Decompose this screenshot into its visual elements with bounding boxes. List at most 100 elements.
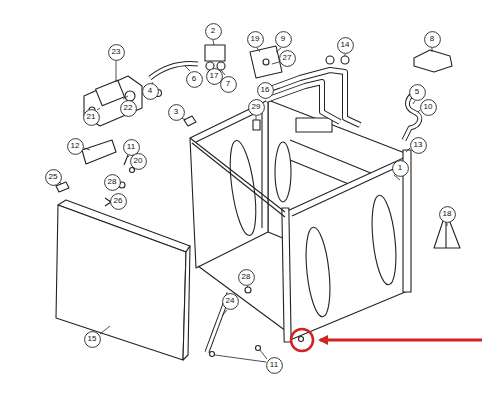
fill-hose [262,70,360,125]
callout-bubble: 13 [410,137,427,154]
floor-rod [198,266,290,334]
callout-number: 5 [415,88,419,96]
callout-circle [45,169,61,185]
front-panel [56,205,186,360]
callout-number: 19 [251,35,260,43]
callout-number: 13 [414,141,423,149]
leader-lines [60,40,447,362]
callout-circle [220,76,236,92]
side-slot [368,194,399,286]
pump-motor [96,80,125,106]
callout-circle [257,82,273,98]
callout-bubble: 20 [130,153,147,170]
callout-bubble: 3 [168,104,185,121]
corner-post [282,208,291,342]
screw [299,337,304,342]
callout-number: 12 [71,142,80,150]
callout-number: 29 [252,103,261,111]
callout-number: 23 [112,48,121,56]
callout-bubble: 4 [142,83,159,100]
callout-number: 1 [398,164,402,172]
callout-number: 24 [226,297,235,305]
callout-bubble: 6 [186,71,203,88]
callout-circle [248,99,264,115]
callout-bubble: 29 [248,99,265,116]
pump-port [125,91,135,101]
callout-bubble: 10 [420,99,437,116]
callout-number: 22 [124,104,133,112]
callout-bubble: 26 [110,193,127,210]
callout-number: 2 [211,27,215,35]
callout-number: 10 [424,103,433,111]
callout-bubble: 24 [222,293,239,310]
callout-number: 15 [88,335,97,343]
callout-bubble: 1 [392,160,409,177]
callout-bubble: 5 [409,84,426,101]
callout-circle [168,104,184,120]
callout-circle [104,174,120,190]
callout-circle [337,37,353,53]
callout-bubble: 15 [84,331,101,348]
callout-number: 20 [134,157,143,165]
valve-bracket [250,46,282,78]
callout-number: 28 [242,273,251,281]
pump-bracket [84,76,142,126]
front-panel-edge [183,246,190,360]
callout-circle [123,139,139,155]
callout-number: 14 [341,41,350,49]
callout-circle [275,31,291,47]
callout-number: 11 [270,361,278,369]
callout-circle [84,331,100,347]
back-bracket [296,118,332,132]
highlight-arrow [320,339,482,342]
callout-bubble: 7 [220,76,237,93]
callout-circle [247,31,263,47]
callout-number: 17 [210,72,219,80]
callout-number: 18 [443,210,452,218]
callout-bubble: 25 [45,169,62,186]
right-side-panel [285,155,410,340]
back-slot [275,142,291,202]
callout-number: 27 [283,54,292,62]
callout-bubble: 22 [120,100,137,117]
callout-bubble: 14 [337,37,354,54]
callout-bubble: 9 [275,31,292,48]
bracket-hole [263,59,269,65]
callout-bubble: 28 [238,269,255,286]
callout-circle [120,100,136,116]
callout-circle [67,138,83,154]
callout-circle [424,31,440,47]
callout-circle [205,23,221,39]
callout-number: 4 [148,87,152,95]
callout-circle [279,50,295,66]
fill-hose [266,82,340,122]
callout-circle [238,269,254,285]
side-slot [225,139,260,237]
switch-clip [253,120,260,130]
callout-bubble: 11 [266,357,283,374]
callout-circle [420,99,436,115]
top-rail [190,138,285,212]
callout-circle [206,68,222,84]
callout-bubble: 8 [424,31,441,48]
callout-number: 26 [114,197,123,205]
callout-circle [130,153,146,169]
callout-number: 21 [87,113,96,121]
callout-number: 3 [174,108,178,116]
callout-number: 7 [226,80,230,88]
highlight-ring [291,329,313,351]
callout-circle [409,84,425,100]
callout-number: 9 [281,35,285,43]
screw [210,352,215,357]
callout-circle [392,160,408,176]
callout-number: 16 [261,86,270,94]
hose-washer [341,56,349,64]
callout-number: 8 [430,35,434,43]
callout-circle [83,109,99,125]
callout-circle [186,71,202,87]
callout-bubble: 18 [439,206,456,223]
callout-bubble: 23 [108,44,125,61]
callout-number: 28 [108,178,117,186]
